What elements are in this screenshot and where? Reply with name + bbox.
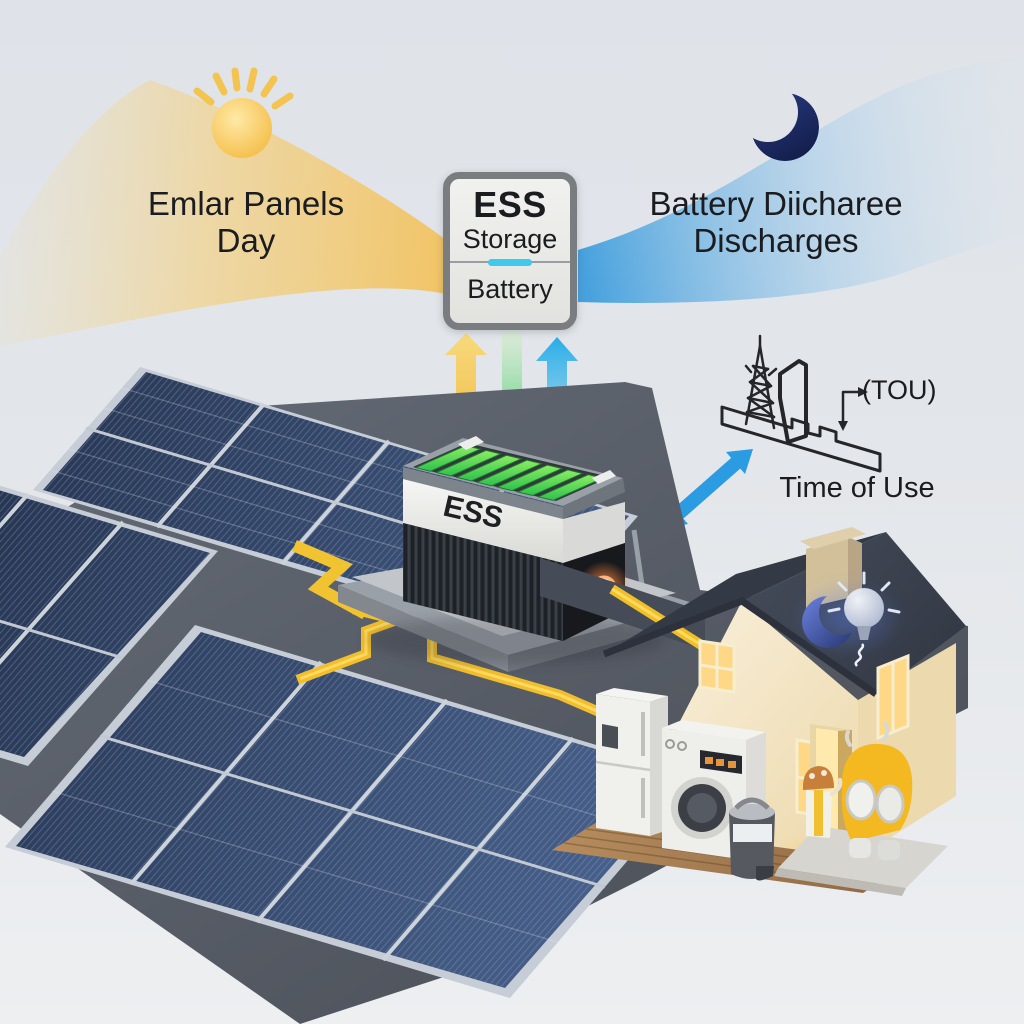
building-one-icon (778, 359, 808, 444)
ess-box-battery: Battery (467, 274, 553, 304)
tou-connector-arrow (838, 387, 868, 431)
yellow-bidirectional-arrow-icon (445, 333, 487, 447)
label-discharge-line1: Battery Diicharee (649, 185, 903, 222)
label-time-of-use: Time of Use (779, 472, 935, 504)
house (602, 527, 966, 869)
ess-white-band-side (563, 502, 625, 563)
label-solar-panels-day: Emlar Panels Day (106, 185, 386, 260)
crescent-icon (802, 596, 854, 648)
roof-fascia (602, 597, 878, 697)
ess-box-title: ESS (473, 184, 547, 225)
transmission-tower-icon (744, 334, 778, 430)
washing-machine (662, 720, 766, 860)
day-gradient-band (0, 80, 446, 346)
lightbulb-icon (827, 571, 901, 667)
ess-lid-front (403, 467, 563, 519)
label-solar-line1: Emlar Panels (147, 185, 345, 222)
sun-icon (193, 67, 294, 158)
ess-info-box: ESS Storage Battery (443, 172, 577, 330)
label-discharge-line2: Discharges (693, 222, 859, 260)
solar-array-front (5, 625, 700, 998)
label-solar-line2: Day (216, 222, 276, 260)
ess-box-divider (450, 259, 570, 266)
battery-cells (414, 445, 605, 501)
time-of-use-art (720, 334, 882, 473)
robot-large (841, 721, 913, 860)
moon-icon (751, 93, 819, 161)
ess-white-band-front (403, 479, 563, 563)
ess-box-divider-pill (488, 259, 532, 266)
ess-unit (403, 436, 631, 641)
kettle (729, 797, 775, 881)
solar-array-left (0, 485, 218, 766)
night-gradient-band (578, 56, 1024, 303)
label-tou-callout: (TOU) (862, 375, 937, 405)
label-battery-discharges: Battery Diicharee Discharges (636, 185, 916, 260)
cable-port-to-house (609, 584, 709, 653)
fridge (595, 688, 668, 836)
ess-box-subtitle: Storage (462, 224, 558, 254)
tou-baseline (720, 405, 882, 473)
figure-small (802, 766, 843, 838)
